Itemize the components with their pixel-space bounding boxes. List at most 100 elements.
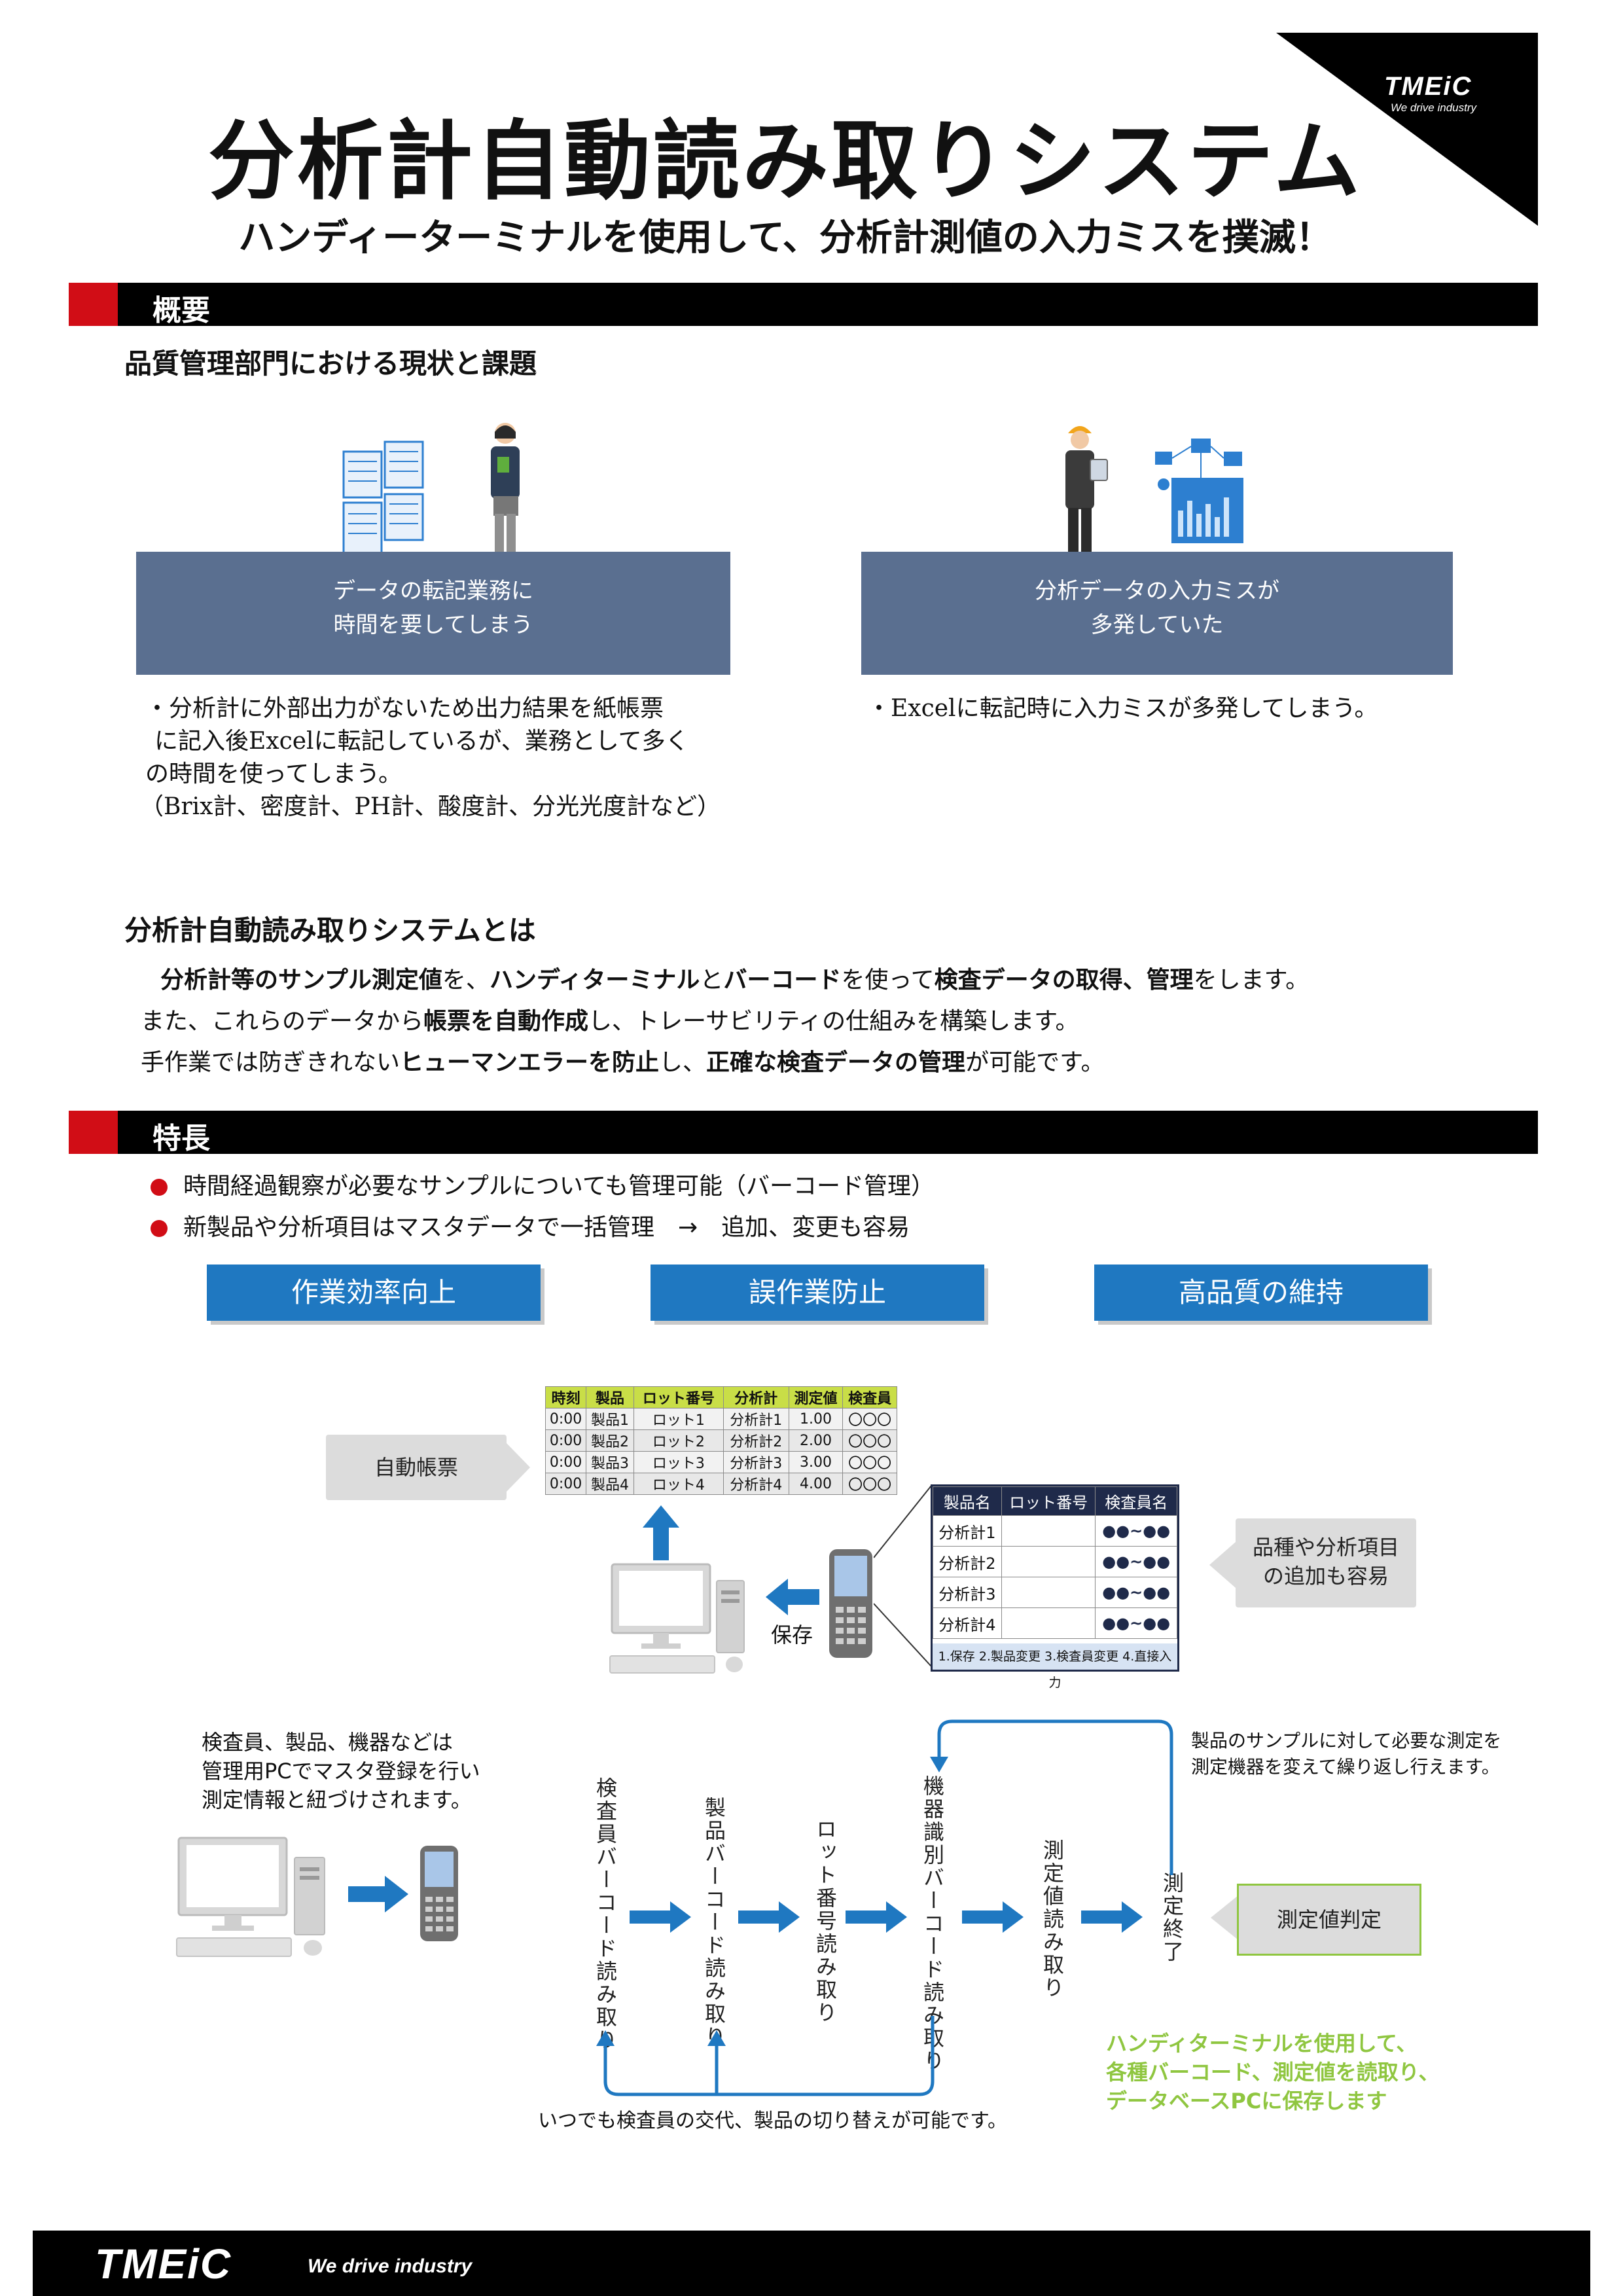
report-header: 分析計 bbox=[722, 1386, 789, 1408]
table-cell: 3.00 bbox=[788, 1451, 844, 1473]
table-cell: 分析計1 bbox=[722, 1408, 789, 1430]
table-cell: 〇〇〇 bbox=[842, 1451, 897, 1473]
table-cell bbox=[1001, 1546, 1096, 1577]
arrow-right-icon bbox=[738, 1901, 800, 1933]
desc-text: を、 bbox=[442, 967, 490, 994]
table-cell: 分析計2 bbox=[722, 1429, 789, 1452]
report-header: 検査員 bbox=[842, 1386, 897, 1408]
desc-bold: 分析計等のサンプル測定値 bbox=[160, 967, 442, 994]
feature-bullet-2: 新製品や分析項目はマスタデータで一括管理 → 追加、変更も容易 bbox=[151, 1208, 910, 1242]
desc-text: をします。 bbox=[1193, 967, 1310, 994]
feature-bullet-1: 時間経過観察が必要なサンプルについても管理可能（バーコード管理） bbox=[151, 1167, 935, 1201]
page-title: 分析計自動読み取りシステム bbox=[207, 111, 1363, 212]
tagline-top: We drive industry bbox=[1391, 101, 1477, 114]
feature-box-quality: 高品質の維持 bbox=[1094, 1265, 1428, 1321]
issue-left-text-line: （Brix計、密度計、PH計、酸度計、分光光度計など） bbox=[140, 793, 721, 820]
table-cell: ロット1 bbox=[633, 1408, 724, 1430]
master-text: 検査員、製品、機器などは 管理用PCでマスタ登録を行い 測定情報と紐づけされます… bbox=[202, 1728, 480, 1814]
management-pc-icon bbox=[176, 1837, 325, 1957]
table-cell: 0:00 bbox=[544, 1408, 587, 1430]
issue-left-text-line: ・分析計に外部出力がないため出力結果を紙帳票 bbox=[145, 695, 664, 722]
callout-pointer-left bbox=[1209, 1542, 1236, 1588]
issue-left-text: ・分析計に外部出力がないため出力結果を紙帳票 に記入後Excelに転記しているが… bbox=[140, 692, 721, 823]
step-measurement-read: 測定値読み取り bbox=[1040, 1839, 1065, 2000]
issue-box-left-line1: データの転記業務に bbox=[333, 578, 533, 604]
desc-text: を使って bbox=[841, 967, 935, 994]
section-red-marker bbox=[69, 1111, 118, 1154]
callout-pointer-left bbox=[1211, 1895, 1238, 1940]
arrow-right-icon bbox=[846, 1901, 907, 1933]
step-inspector-barcode: 検査員バーコード読み取り bbox=[593, 1777, 618, 2052]
table-cell bbox=[1001, 1607, 1096, 1639]
table-cell: 0:00 bbox=[544, 1429, 587, 1452]
green-text-line: 各種バーコード、測定値を読取り、 bbox=[1106, 2060, 1440, 2085]
desc-text: が可能です。 bbox=[965, 1049, 1105, 1076]
corner-triangle bbox=[1276, 33, 1538, 226]
desc-text: 手作業では防ぎきれない bbox=[141, 1049, 401, 1076]
table-cell bbox=[1001, 1515, 1096, 1547]
judge-callout: 測定値判定 bbox=[1237, 1884, 1421, 1956]
issue-left-text-line: の時間を使ってしまう。 bbox=[145, 761, 402, 787]
table-cell: 2.00 bbox=[788, 1429, 844, 1452]
arrow-right-icon bbox=[962, 1901, 1024, 1933]
desc-bold: 正確な検査データの管理 bbox=[706, 1049, 966, 1076]
bullet-dot-icon bbox=[151, 1220, 168, 1237]
data-analysis-illustration bbox=[1155, 439, 1243, 543]
table-cell: 分析計4 bbox=[933, 1607, 1002, 1639]
desc-text: また、これらのデータから bbox=[141, 1008, 424, 1035]
table-row: 分析計1●●~●● bbox=[933, 1515, 1177, 1547]
footer-bar: TMEiC We drive industry bbox=[33, 2231, 1590, 2296]
table-cell: 製品1 bbox=[586, 1408, 634, 1430]
issue-box-right: 分析データの入力ミスが 多発していた bbox=[861, 552, 1453, 675]
system-heading: 分析計自動読み取りシステムとは bbox=[124, 914, 536, 946]
save-label: 保存 bbox=[771, 1623, 813, 1647]
system-desc-line3: 手作業では防ぎきれないヒューマンエラーを防止し、正確な検査データの管理が可能です… bbox=[141, 1043, 1104, 1077]
issue-right-text-line: ・Excelに転記時に入力ミスが多発してしまう。 bbox=[867, 695, 1378, 722]
table-cell: ●●~●● bbox=[1095, 1515, 1177, 1547]
master-text-line: 検査員、製品、機器などは bbox=[202, 1730, 454, 1755]
issue-right-text: ・Excelに転記時に入力ミスが多発してしまう。 bbox=[867, 692, 1378, 725]
issue-box-left: データの転記業務に 時間を要してしまう bbox=[136, 552, 730, 675]
auto-report-callout: 自動帳票 bbox=[326, 1435, 507, 1500]
table-cell: 分析計3 bbox=[722, 1451, 789, 1473]
arrow-right-icon bbox=[348, 1876, 408, 1912]
helmet-worker-illustration bbox=[1065, 426, 1108, 577]
table-cell: ロット4 bbox=[633, 1473, 724, 1495]
section-red-marker bbox=[69, 283, 118, 326]
desc-bold: バーコード bbox=[723, 967, 842, 994]
callout-pointer bbox=[507, 1443, 530, 1492]
step-measurement-end: 測定終了 bbox=[1160, 1872, 1185, 1964]
table-cell: 製品2 bbox=[586, 1429, 634, 1452]
bullet-dot-icon bbox=[151, 1179, 168, 1196]
table-cell: ロット3 bbox=[633, 1451, 724, 1473]
section-bar-overview: 概要 bbox=[69, 283, 1538, 327]
desc-text: し、トレーサビリティの仕組みを構築します。 bbox=[588, 1008, 1079, 1035]
table-cell: 分析計2 bbox=[933, 1546, 1002, 1577]
feature-box-efficiency: 作業効率向上 bbox=[207, 1265, 541, 1321]
issue-left-text-line: に記入後Excelに転記しているが、業務として多く bbox=[154, 728, 689, 755]
repeat-text-line: 測定機器を変えて繰り返し行えます。 bbox=[1191, 1756, 1500, 1778]
green-text-line: データベースPCに保存します bbox=[1106, 2089, 1387, 2113]
repeat-text-line: 製品のサンプルに対して必要な測定を bbox=[1191, 1730, 1502, 1751]
section-label-features: 特長 bbox=[152, 1122, 210, 1155]
table-cell: 0:00 bbox=[544, 1451, 587, 1473]
add-items-callout: 品種や分析項目 の追加も容易 bbox=[1236, 1518, 1416, 1607]
feature-box-error-prevention: 誤作業防止 bbox=[651, 1265, 984, 1321]
arrow-left-icon bbox=[766, 1579, 819, 1615]
terminal-header: ロット番号 bbox=[1001, 1486, 1096, 1516]
table-cell: 0:00 bbox=[544, 1473, 587, 1495]
arrow-right-icon bbox=[630, 1901, 691, 1933]
repeat-text: 製品のサンプルに対して必要な測定を 測定機器を変えて繰り返し行えます。 bbox=[1191, 1728, 1501, 1780]
issue-box-right-line2: 多発していた bbox=[1090, 612, 1224, 638]
section-label-overview: 概要 bbox=[152, 294, 210, 327]
terminal-header: 製品名 bbox=[933, 1486, 1002, 1516]
issue-box-left-line2: 時間を要してしまう bbox=[333, 612, 533, 638]
table-cell: ●●~●● bbox=[1095, 1607, 1177, 1639]
terminal-menu-footer: 1.保存 2.製品変更 3.検査員変更 4.直接入力 bbox=[933, 1643, 1177, 1690]
table-cell: 4.00 bbox=[788, 1473, 844, 1495]
